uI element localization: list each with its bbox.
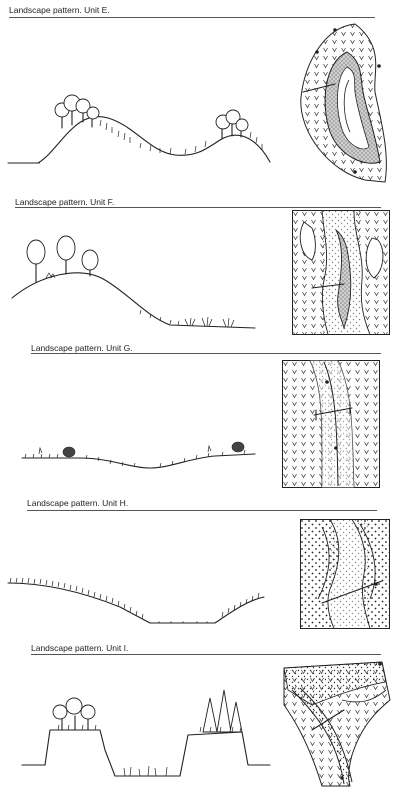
unit-h: Landscape pattern. Unit H. <box>0 495 402 640</box>
tree-cluster-i1 <box>53 698 96 730</box>
unit-f-map <box>292 210 390 335</box>
unit-h-map <box>300 519 390 629</box>
unit-f-profile <box>0 190 285 340</box>
unit-h-profile <box>0 495 285 640</box>
unit-g-profile <box>0 340 285 495</box>
unit-e-map <box>295 22 395 182</box>
unit-e: Landscape pattern. Unit E. <box>0 0 402 190</box>
unit-i-profile <box>0 640 290 791</box>
shrubs-f <box>185 317 234 327</box>
conifer-cluster-i <box>200 690 242 732</box>
tree-cluster-e1 <box>55 95 99 128</box>
unit-i: Landscape pattern. Unit I. <box>0 640 402 791</box>
tree-row-f <box>27 236 98 282</box>
unit-f: Landscape pattern. Unit F. <box>0 190 402 340</box>
tree-cluster-e2 <box>216 110 248 138</box>
unit-e-profile <box>0 0 285 190</box>
unit-g: Landscape pattern. Unit G. <box>0 340 402 495</box>
unit-g-map <box>282 360 380 488</box>
unit-i-map <box>282 660 392 788</box>
reeds-i <box>124 766 167 776</box>
